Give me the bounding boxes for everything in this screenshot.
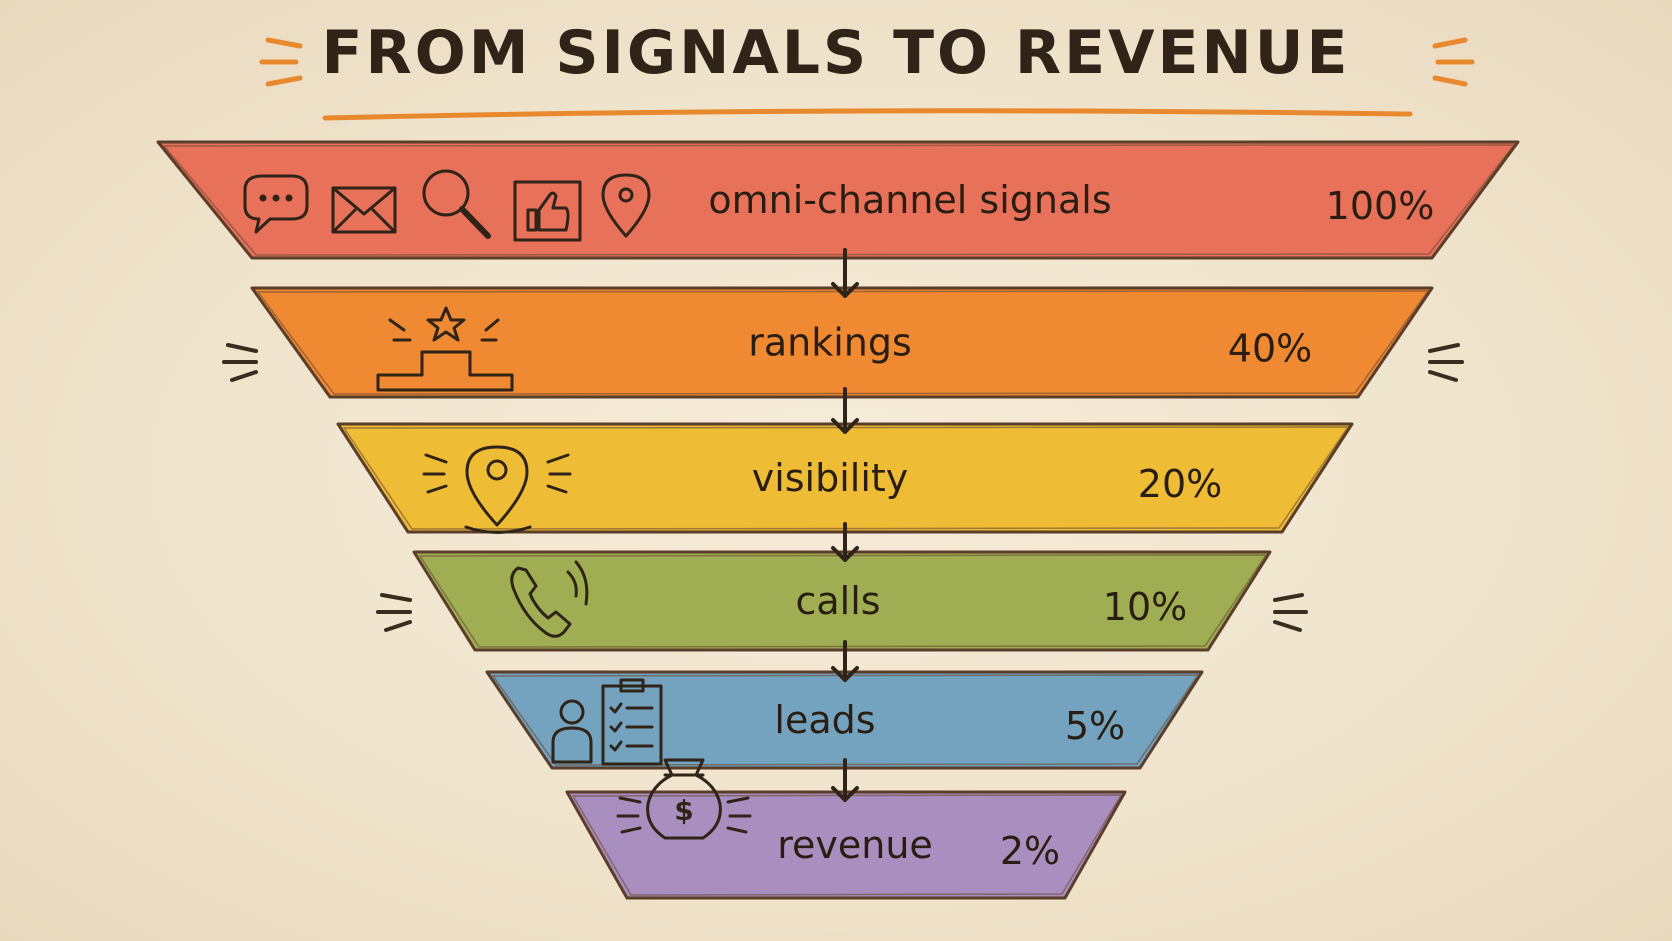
person-clipboard-icon (551, 678, 663, 766)
funnel-stage-2: rankings 40% (250, 286, 1434, 399)
down-arrow-icon (831, 640, 859, 682)
envelope-icon (331, 186, 397, 234)
stage-label: leads (774, 698, 875, 742)
stage-band-outline (571, 794, 1123, 896)
podium-star-icon (376, 306, 514, 392)
money-bag-icon (616, 758, 752, 840)
stage-band-outline (342, 426, 1350, 530)
dollar-sign-icon: $ (674, 794, 693, 827)
stage-label: revenue (777, 823, 933, 867)
down-arrow-icon (831, 758, 859, 802)
stage-band-outline (418, 554, 1268, 648)
thumbs-up-icon (513, 180, 582, 242)
stage-band (565, 790, 1127, 900)
stage-percent: 20% (1138, 462, 1222, 506)
down-arrow-icon (831, 522, 859, 562)
stage-band-outline (491, 674, 1200, 766)
stage-arrows (831, 248, 859, 802)
stage-band (250, 286, 1434, 399)
title-spark-right-1 (1432, 37, 1468, 49)
stage-band-outline (162, 144, 1516, 256)
title-spark-left-1 (265, 37, 303, 49)
stage-label: visibility (752, 456, 909, 500)
location-pin-icon (422, 445, 572, 534)
title-spark-left-3 (265, 75, 303, 87)
funnel-stage-4: calls 10% (412, 550, 1272, 652)
phone-icon (510, 560, 589, 638)
stage-band (412, 550, 1272, 652)
stage-percent: 40% (1228, 327, 1312, 371)
magnifier-icon (422, 169, 491, 239)
funnel-stage-3: visibility 20% (336, 422, 1354, 534)
accent-marks (222, 343, 1464, 632)
funnel-stages: omni-channel signals 100% rankings 40% visib… (156, 140, 1520, 900)
stage-band (156, 140, 1520, 260)
title-spark-right-3 (1432, 75, 1468, 87)
stage-percent: 100% (1326, 184, 1435, 228)
stage-percent: 10% (1103, 585, 1187, 629)
stage-band (485, 670, 1204, 770)
stage-band (336, 422, 1354, 534)
funnel-stage-1: omni-channel signals 100% (156, 140, 1520, 260)
stage-band-outline (256, 290, 1430, 395)
map-pin-icon (601, 173, 651, 238)
page-title: FROM SIGNALS TO REVENUE (321, 18, 1351, 88)
stage-percent: 2% (1000, 829, 1060, 873)
down-arrow-icon (831, 248, 859, 298)
stage-label: omni-channel signals (708, 178, 1111, 222)
title-decoration (259, 37, 1475, 121)
funnel-stage-6: revenue 2% (565, 790, 1127, 900)
funnel-stage-5: leads 5% (485, 670, 1204, 770)
stage-label: rankings (748, 321, 912, 365)
down-arrow-icon (831, 387, 859, 434)
stage-label: calls (795, 579, 880, 623)
title-underline (322, 108, 1413, 121)
stage-percent: 5% (1065, 704, 1125, 748)
chat-bubble-icon (243, 174, 309, 234)
